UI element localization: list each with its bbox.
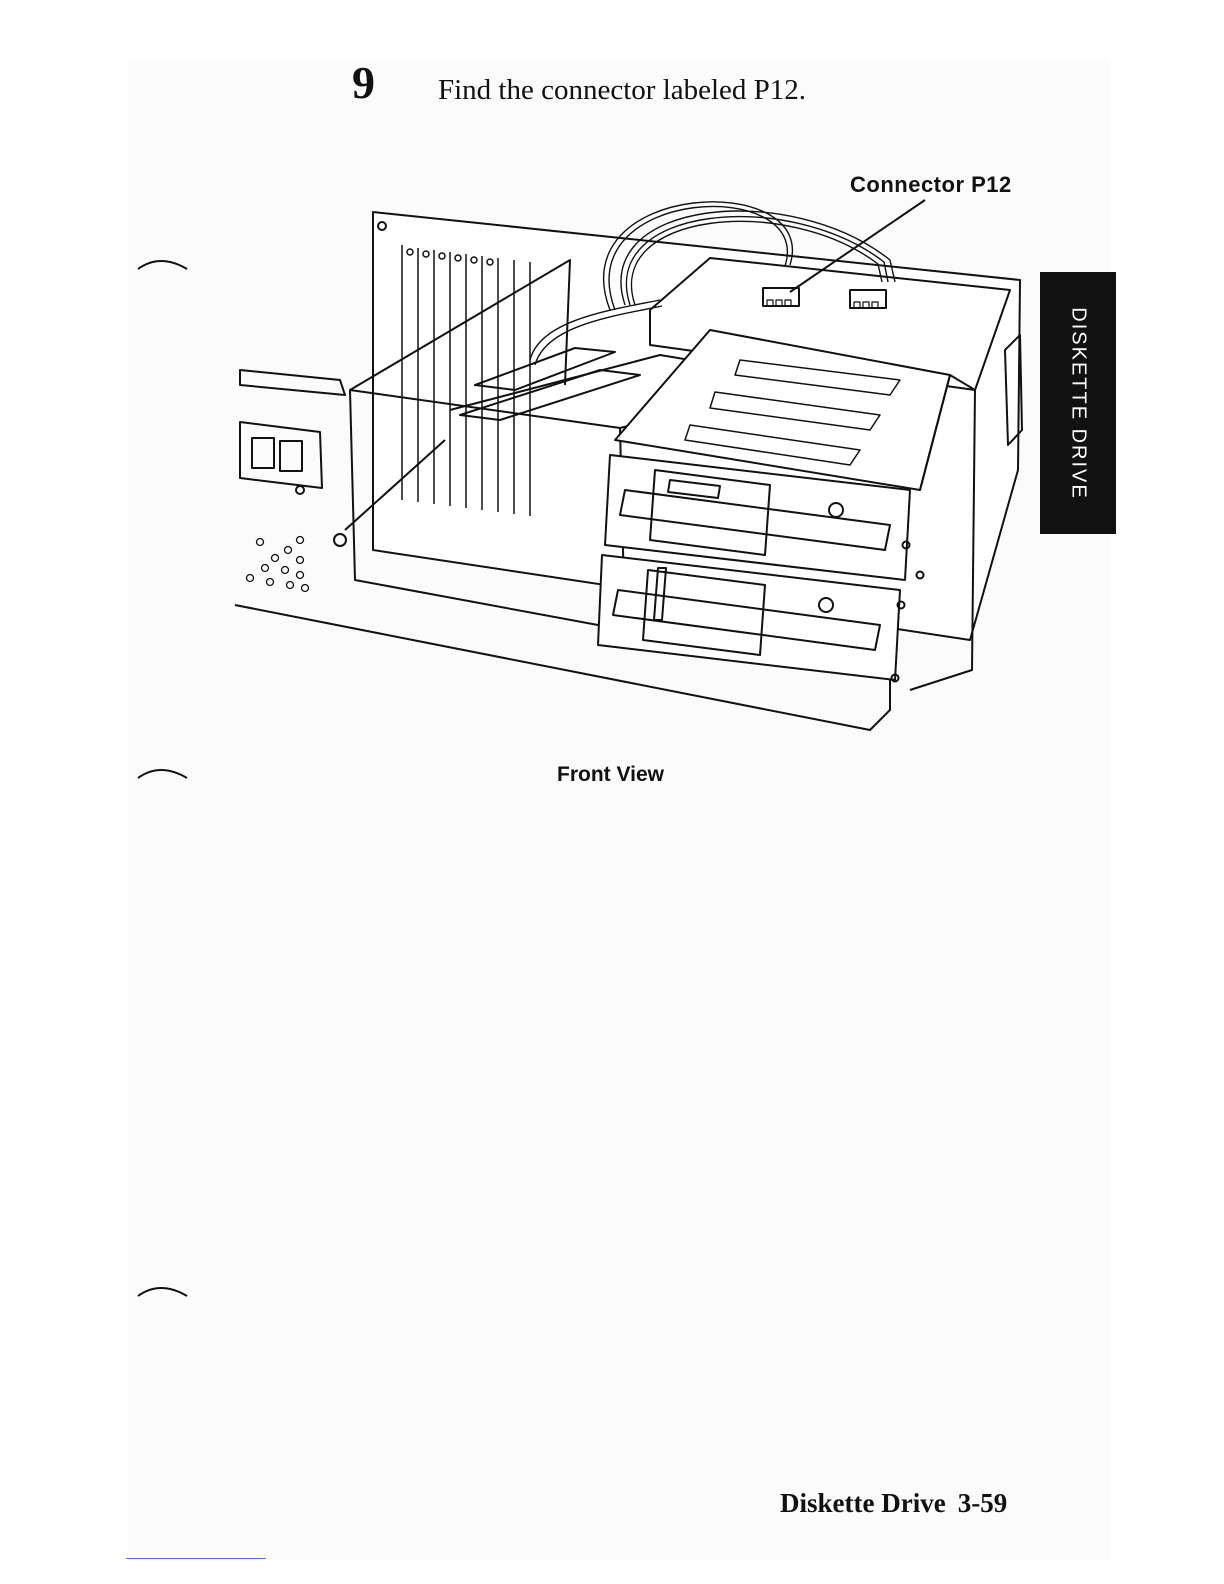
system-unit-illustration	[230, 170, 1050, 750]
bottom-rule	[126, 1558, 266, 1559]
section-side-tab: DISKETTE DRIVE	[1040, 272, 1116, 534]
figure-caption: Front View	[557, 763, 664, 787]
footer-section-title: Diskette Drive	[780, 1488, 946, 1518]
binder-hole-mark-top	[135, 255, 195, 285]
step-number: 9	[352, 60, 375, 106]
side-tab-label: DISKETTE DRIVE	[1067, 307, 1090, 499]
binder-hole-mark-middle	[135, 762, 195, 792]
page-footer: Diskette Drive 3-59	[780, 1488, 1007, 1519]
binder-hole-mark-bottom	[135, 1278, 195, 1308]
footer-page-number: 3-59	[958, 1488, 1008, 1518]
step-instruction: Find the connector labeled P12.	[438, 76, 806, 105]
connector-p12-callout: Connector P12	[850, 172, 1012, 198]
